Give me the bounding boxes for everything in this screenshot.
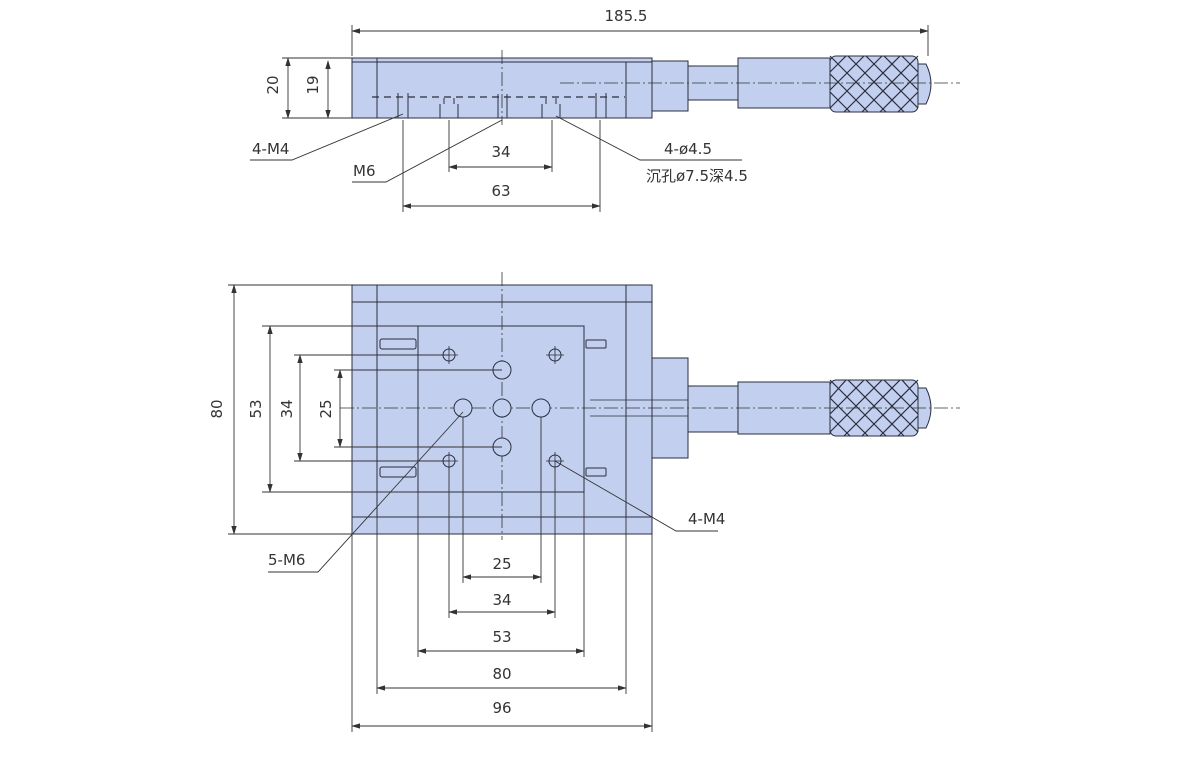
dim-bottom-96: 96 [492, 699, 511, 717]
dim-side-34: 34 [278, 399, 296, 418]
plan-view: 80 53 34 25 25 34 53 80 96 [208, 272, 960, 732]
dim-side-53: 53 [247, 399, 265, 418]
m6-hole [531, 398, 551, 418]
callout-5-m6-plan: 5-M6 [268, 551, 305, 569]
dim-side-80: 80 [208, 399, 226, 418]
dim-overall-length: 185.5 [605, 7, 648, 25]
dim-height-19: 19 [304, 75, 322, 94]
callout-4-m4-plan: 4-M4 [688, 510, 725, 528]
callout-4-m4-side: 4-M4 [252, 140, 289, 158]
side-view-end-cap [917, 63, 932, 105]
m6-hole [492, 398, 512, 418]
callout-hole-spec: 4-ø4.5 [664, 140, 712, 158]
plan-view-spindle [687, 385, 739, 433]
side-view-knurled-knob [829, 55, 919, 113]
side-view-collar [651, 60, 689, 112]
callout-counterbore-spec: 沉孔ø7.5深4.5 [646, 167, 748, 185]
dim-top-34: 34 [491, 143, 510, 161]
callout-m6-side: M6 [353, 162, 376, 180]
dim-height-20: 20 [264, 75, 282, 94]
side-view: 185.5 20 19 34 63 4-M4 M6 4-ø4.5 沉孔ø7.5深… [250, 7, 960, 212]
dim-bottom-53: 53 [492, 628, 511, 646]
dim-bottom-80: 80 [492, 665, 511, 683]
dim-bottom-25: 25 [492, 555, 511, 573]
dim-top-63: 63 [491, 182, 510, 200]
m6-hole [453, 398, 473, 418]
dim-side-25: 25 [317, 399, 335, 418]
dim-bottom-34: 34 [492, 591, 511, 609]
